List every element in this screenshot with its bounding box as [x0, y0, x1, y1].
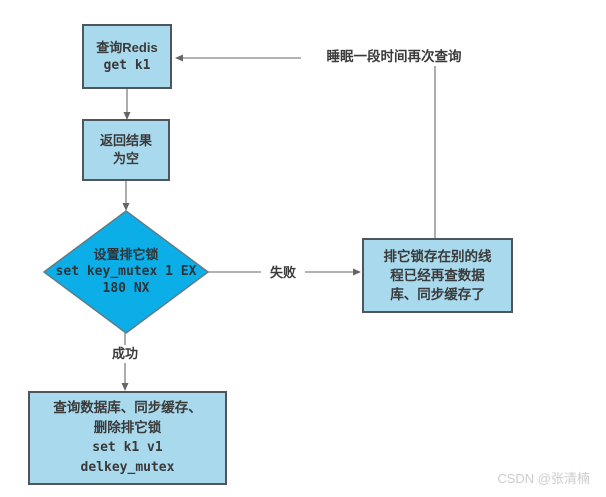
watermark-text: CSDN @张清楠	[497, 471, 590, 486]
arrowhead-down-icon	[121, 383, 129, 391]
node-text-line: 查询数据库、同步缓存、	[53, 400, 202, 415]
node-query-db: 查询数据库、同步缓存、 删除排它锁 set k1 v1 delkey_mutex	[28, 391, 227, 485]
arrowhead-down-icon	[123, 112, 131, 120]
decision-diamond-shape	[42, 210, 210, 334]
node-text-line: set key_mutex 1 EX	[55, 264, 197, 279]
edge-label-success: 成功	[103, 345, 147, 363]
node-text-line: delkey_mutex	[80, 460, 175, 475]
node-text-line: 排它锁存在别的线	[383, 249, 492, 264]
node-text-line: 程已经再查数据	[390, 268, 485, 283]
node-query-redis: 查询Redis get k1	[82, 24, 172, 89]
node-text-line: 查询Redis	[96, 39, 158, 55]
edge-label-fail: 失败	[261, 264, 305, 282]
node-text-line: 库、同步缓存了	[390, 287, 485, 302]
node-text-line: 180 NX	[102, 281, 150, 296]
arrowhead-right-icon	[353, 268, 361, 276]
node-set-mutex-text: 设置排它锁 set key_mutex 1 EX 180 NX	[36, 246, 216, 297]
arrowhead-down-icon	[122, 203, 130, 211]
node-text-line: 为空	[112, 151, 139, 166]
node-text-line: get k1	[103, 57, 151, 73]
arrowhead-left-icon	[175, 54, 183, 62]
edge-label-retry: 睡眠一段时间再次查询	[301, 48, 487, 66]
node-text-line: 返回结果	[99, 133, 152, 148]
node-text-line: 设置排它锁	[93, 247, 159, 262]
node-lock-held: 排它锁存在别的线 程已经再查数据 库、同步缓存了	[362, 238, 513, 313]
node-empty-result: 返回结果 为空	[82, 119, 170, 181]
node-text-line: set k1 v1	[92, 440, 163, 455]
node-text-line: 删除排它锁	[93, 420, 162, 435]
